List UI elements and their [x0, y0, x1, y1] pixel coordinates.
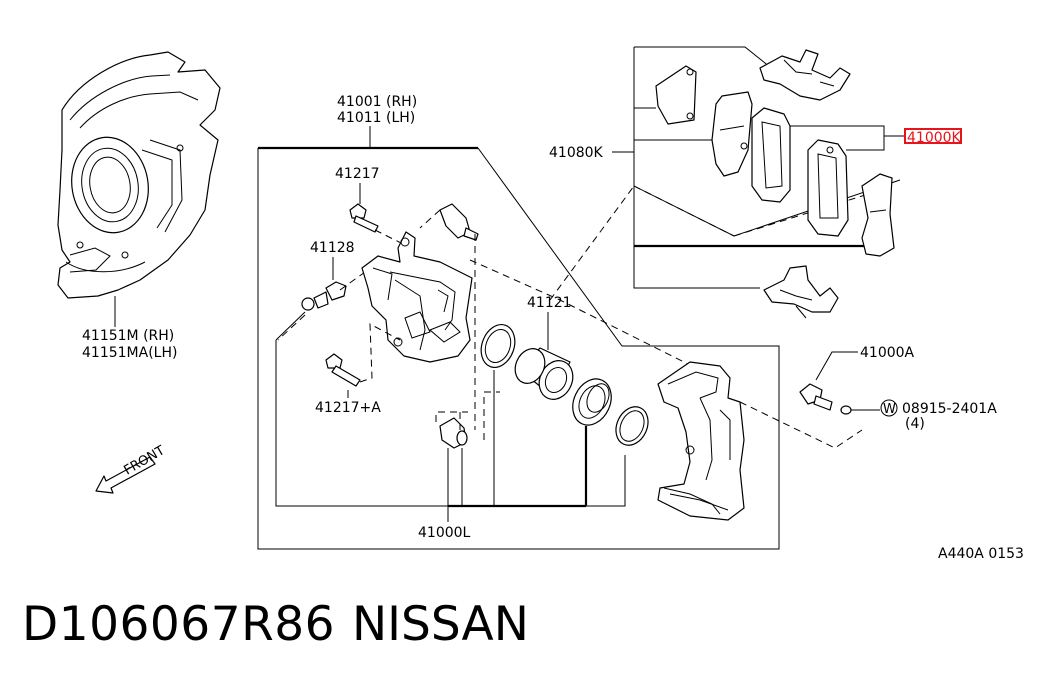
pad-kit-box: [633, 47, 760, 289]
diagram-code: A440A 0153: [938, 546, 1024, 562]
pin-bolt-top-illustration: [349, 203, 379, 233]
pin-bolt-bottom-illustration: [325, 353, 361, 387]
label-washer-symbol: W: [883, 402, 896, 417]
label-pad-kit: 41080K: [549, 145, 604, 161]
label-washer: 08915-2401A: [902, 401, 997, 417]
pad-highlight-box[interactable]: [904, 128, 962, 144]
label-baffle-rh: 41151M (RH): [82, 328, 174, 344]
piston-illustration: [514, 347, 574, 400]
label-caliper-lh: 41011 (LH): [337, 110, 415, 126]
brake-baffle-illustration: [57, 51, 221, 299]
label-pin-bolt-top: 41217: [335, 166, 380, 182]
front-arrow-icon: [95, 456, 156, 494]
label-boot: 41000L: [418, 525, 471, 541]
brake-pad-inner-illustration: [751, 107, 791, 203]
label-baffle-lh: 41151MA(LH): [82, 345, 177, 361]
piston-seal-illustration: [480, 324, 516, 368]
footer-brand: NISSAN: [352, 597, 529, 652]
label-pad[interactable]: 41000K: [907, 130, 962, 146]
torque-member-illustration: [657, 361, 745, 521]
retaining-ring-illustration: [615, 406, 649, 446]
label-bleeder: 41128: [310, 240, 355, 256]
label-caliper-rh: 41001 (RH): [337, 94, 417, 110]
shim-plate-illustration: [655, 65, 697, 125]
caliper-bolt-illustration: [799, 383, 833, 411]
outer-shim-illustration: [861, 173, 895, 257]
footer-part-code: D106067R86: [22, 597, 336, 652]
pad-clip-bottom-illustration: [763, 265, 839, 319]
pad-clip-top-illustration: [759, 49, 851, 101]
caliper-body-illustration: [361, 231, 473, 363]
label-piston: 41121: [527, 295, 572, 311]
label-pin-bolt-bottom: 41217+A: [315, 400, 381, 416]
piston-boot-illustration: [572, 378, 612, 426]
washer-illustration: [840, 405, 852, 415]
bleeder-illustration: [301, 281, 347, 311]
label-front: FRONT: [122, 443, 168, 478]
label-caliper-bolt: 41000A: [860, 345, 915, 361]
slide-pin-upper-illustration: [439, 203, 479, 241]
boot-lower-illustration: [439, 417, 468, 449]
brake-pad-outer-illustration: [807, 139, 849, 237]
label-washer-qty: (4): [905, 416, 925, 432]
pad-shim-illustration: [711, 91, 753, 177]
washer-symbol-icon: [880, 399, 898, 417]
